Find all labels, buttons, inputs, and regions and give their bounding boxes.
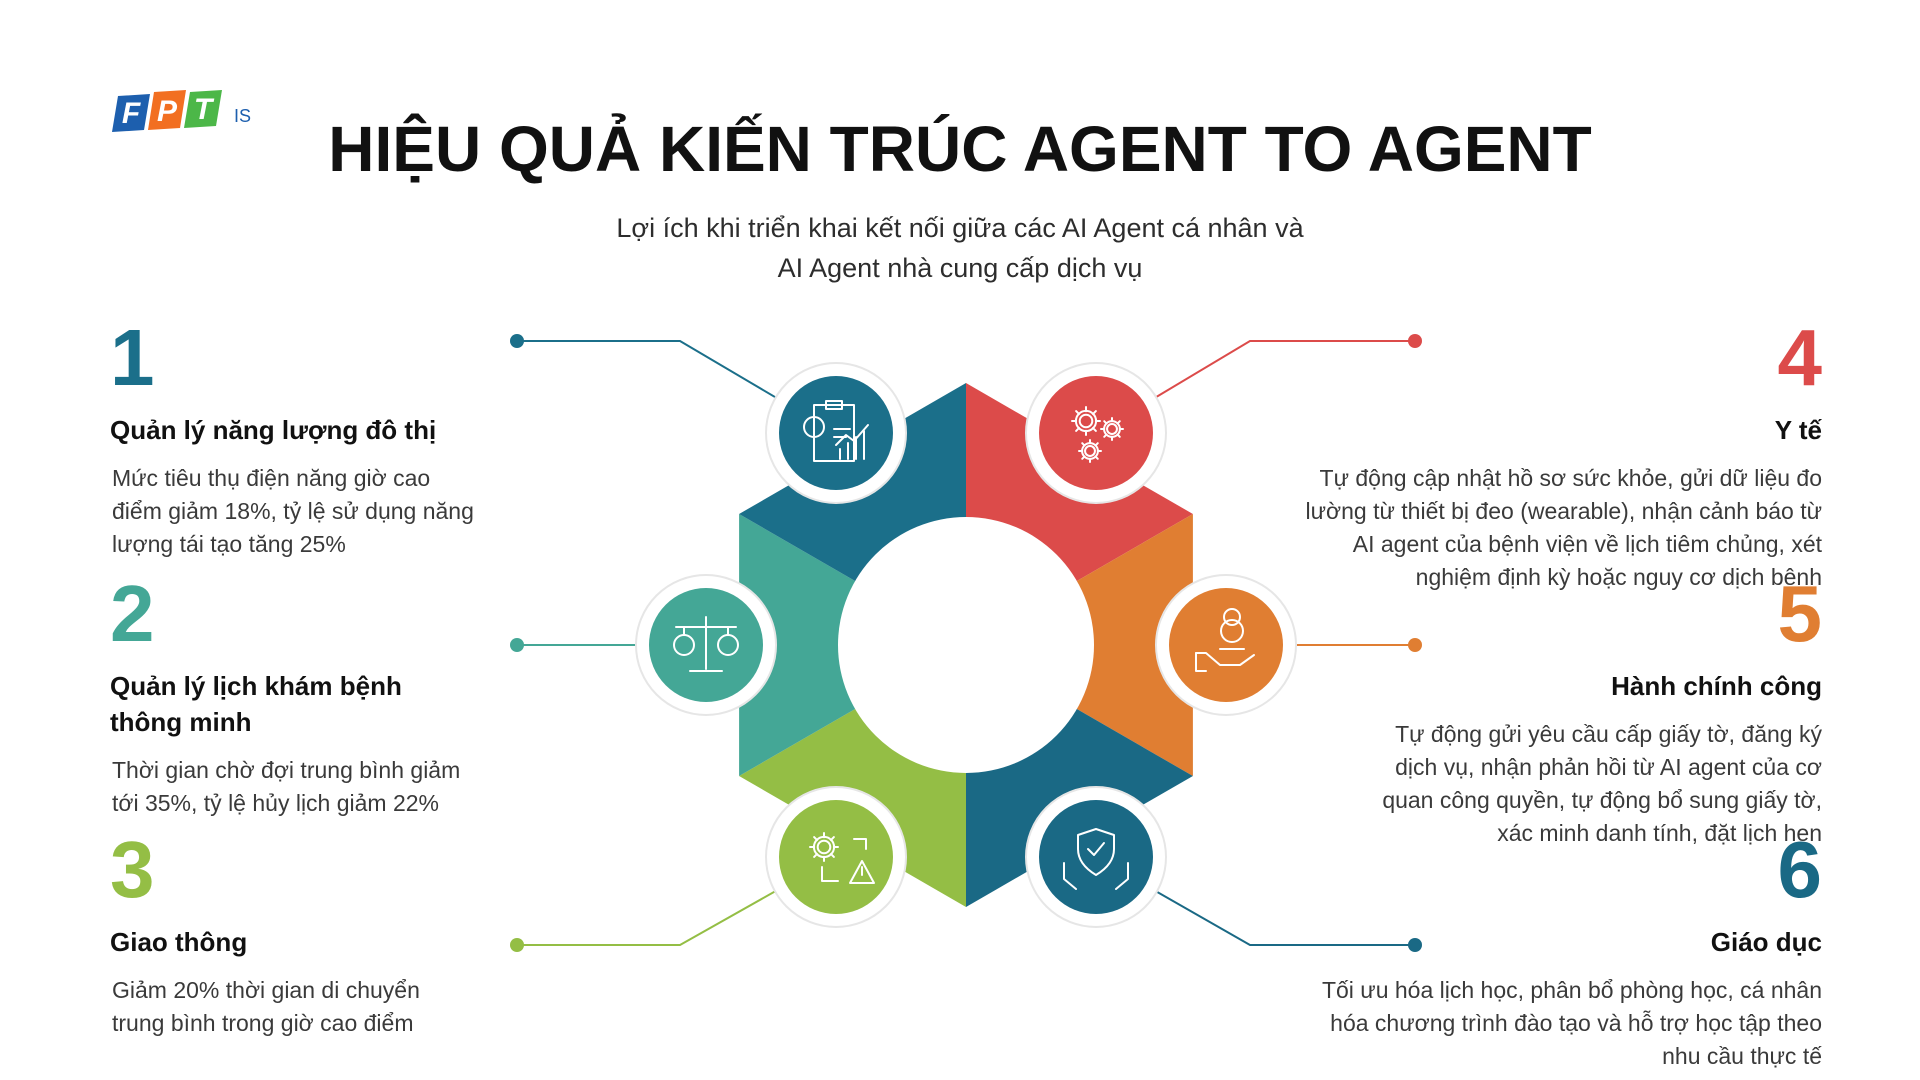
item-description: Thời gian chờ đợi trung bình giảm tới 35… (110, 754, 530, 820)
item-description: Giảm 20% thời gian di chuyển trung bình … (110, 974, 530, 1040)
item-title-line: Quản lý năng lượng đô thị (110, 415, 437, 445)
item-title: Quản lý lịch khám bệnh thông minh (110, 668, 530, 740)
item-desc-line: điểm giảm 18%, tỷ lệ sử dụng năng (112, 498, 474, 524)
item-title-line: Hành chính công (1611, 671, 1822, 701)
connector-dot-1 (510, 334, 524, 348)
item-desc-line: Tự động gửi yêu cầu cấp giấy tờ, đăng ký (1395, 721, 1822, 747)
balance-scale-icon (635, 574, 777, 716)
item-number: 4 (1777, 313, 1823, 402)
item-description: Mức tiêu thụ điện năng giờ cao điểm giảm… (110, 462, 530, 561)
item-title-line: Giáo dục (1710, 927, 1822, 957)
item-description: Tự động cập nhật hồ sơ sức khỏe, gửi dữ … (1222, 462, 1822, 594)
shield-hands-icon (1025, 786, 1167, 928)
fpt-logo: F P T IS (112, 90, 251, 132)
item-number: 1 (110, 313, 155, 402)
icon-nodes (635, 362, 1297, 928)
item-title-line: Quản lý lịch khám bệnh (110, 671, 402, 701)
item-title: Giao thông (110, 924, 530, 960)
item-desc-line: nghiệm định kỳ hoặc nguy cơ dịch bệnh (1415, 564, 1822, 590)
logo-letter-3: T (194, 93, 215, 126)
item-desc-line: xác minh danh tính, đặt lịch hẹn (1497, 820, 1822, 846)
page-subtitle: Lợi ích khi triển khai kết nối giữa các … (560, 208, 1360, 288)
connector-dot-6 (1408, 938, 1422, 952)
item-title: Quản lý năng lượng đô thị (110, 412, 530, 448)
item-title: Hành chính công (1222, 668, 1822, 704)
logo-letter-1: F (122, 97, 141, 130)
item-desc-line: AI agent của bệnh viện về lịch tiêm chủn… (1352, 531, 1822, 557)
benefit-item-2: 2 Quản lý lịch khám bệnh thông minh Thời… (110, 574, 530, 820)
item-desc-line: Thời gian chờ đợi trung bình giảm (112, 757, 461, 783)
benefit-item-3: 3 Giao thông Giảm 20% thời gian di chuyể… (110, 830, 530, 1040)
gears-icon (1025, 362, 1167, 504)
item-desc-line: lường từ thiết bị đeo (wearable), nhận c… (1305, 498, 1822, 524)
item-title: Y tế (1222, 412, 1822, 448)
connector-dot-3 (510, 938, 524, 952)
connector-dot-5 (1408, 638, 1422, 652)
item-desc-line: Tự động cập nhật hồ sơ sức khỏe, gửi dữ … (1319, 465, 1822, 491)
logo-suffix: IS (234, 106, 251, 126)
item-title-line: Giao thông (110, 927, 248, 957)
benefit-item-1: 1 Quản lý năng lượng đô thị Mức tiêu thụ… (110, 318, 530, 561)
ring-center-hole (838, 517, 1094, 773)
page-title: HIỆU QUẢ KIẾN TRÚC AGENT TO AGENT (328, 113, 1592, 185)
item-description: Tối ưu hóa lịch học, phân bổ phòng học, … (1222, 974, 1822, 1073)
fpt-logo-tiles: F P T (112, 90, 222, 132)
item-desc-line: nhu cầu thực tế (1662, 1043, 1822, 1069)
item-number: 5 (1777, 569, 1823, 658)
benefit-item-6: 6 Giáo dục Tối ưu hóa lịch học, phân bổ … (1222, 830, 1822, 1073)
benefit-item-4: 4 Y tế Tự động cập nhật hồ sơ sức khỏe, … (1222, 318, 1822, 594)
logo-letter-2: P (157, 95, 178, 128)
item-desc-line: Tối ưu hóa lịch học, phân bổ phòng học, … (1321, 977, 1822, 1003)
item-desc-line: Mức tiêu thụ điện năng giờ cao (112, 465, 431, 491)
item-desc-line: trung bình trong giờ cao điểm (112, 1010, 414, 1036)
subtitle-line-1: Lợi ích khi triển khai kết nối giữa các … (616, 213, 1304, 243)
item-description: Tự động gửi yêu cầu cấp giấy tờ, đăng ký… (1222, 718, 1822, 850)
hand-coins-icon (1155, 574, 1297, 716)
item-number: 2 (110, 569, 155, 658)
item-title-line: thông minh (110, 707, 252, 737)
connector-dot-2 (510, 638, 524, 652)
item-title-line: Y tế (1774, 415, 1822, 445)
item-desc-line: tới 35%, tỷ lệ hủy lịch giảm 22% (112, 790, 440, 816)
gear-warning-icon (765, 786, 907, 928)
subtitle-line-2: AI Agent nhà cung cấp dịch vụ (777, 253, 1143, 283)
item-number: 6 (1777, 825, 1823, 914)
item-number: 3 (110, 825, 155, 914)
benefit-item-5: 5 Hành chính công Tự động gửi yêu cầu cấ… (1222, 574, 1822, 850)
item-title: Giáo dục (1222, 924, 1822, 960)
energy-report-chart-icon (765, 362, 907, 504)
item-desc-line: lượng tái tạo tăng 25% (112, 531, 346, 557)
item-desc-line: dịch vụ, nhận phản hồi từ AI agent của c… (1395, 754, 1822, 780)
item-desc-line: hóa chương trình đào tạo và hỗ trợ học t… (1330, 1010, 1822, 1036)
item-desc-line: Giảm 20% thời gian di chuyển (112, 977, 420, 1003)
connector-dot-4 (1408, 334, 1422, 348)
item-desc-line: quan công quyền, tự động bổ sung giấy tờ… (1382, 787, 1822, 813)
